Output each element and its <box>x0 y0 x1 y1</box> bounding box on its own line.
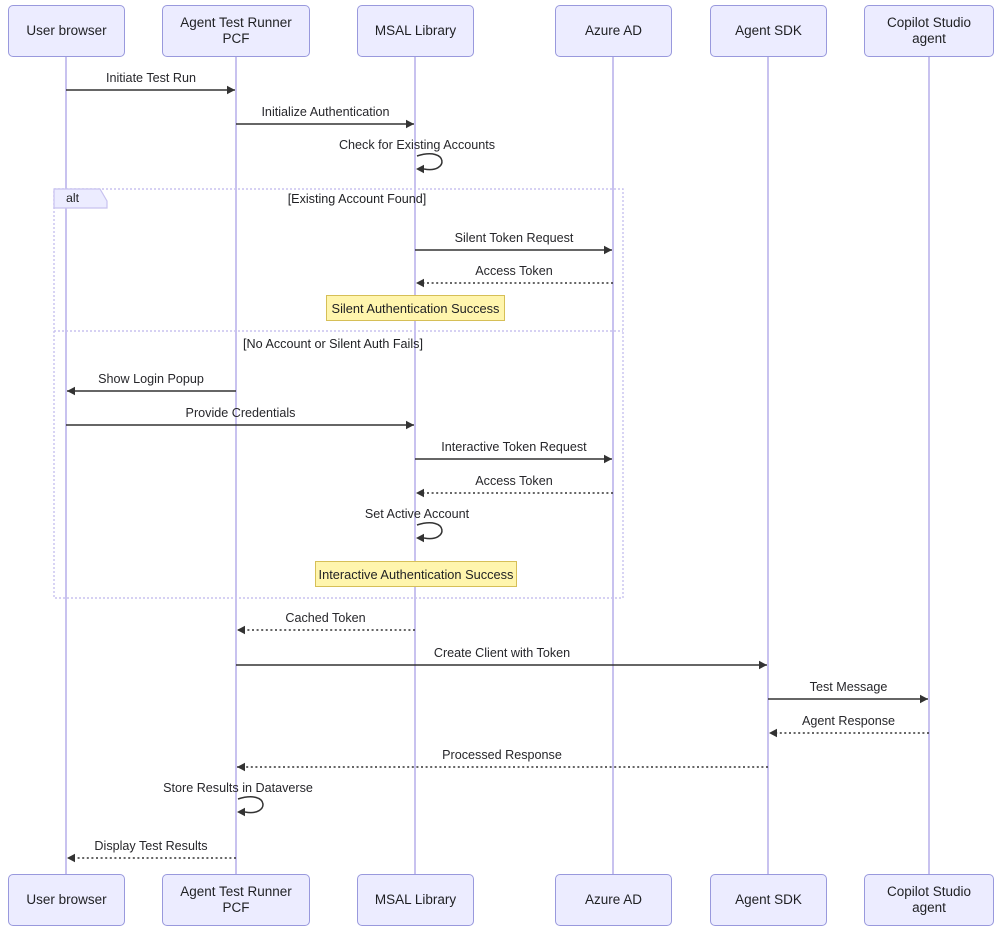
message-label-m8: Interactive Token Request <box>441 440 587 454</box>
arrowhead-m9 <box>416 488 424 498</box>
message-label-m5: Access Token <box>475 264 553 278</box>
arrowhead-m11 <box>237 625 245 635</box>
arrowhead-m6 <box>67 386 75 396</box>
participant-copilot-top[interactable]: Copilot Studio agent <box>864 5 994 57</box>
arrowhead-m10 <box>416 533 424 543</box>
alt-block-border <box>53 188 624 599</box>
message-label-m15: Processed Response <box>442 748 562 762</box>
participant-msal-top[interactable]: MSAL Library <box>357 5 474 57</box>
arrowhead-m8 <box>604 454 612 464</box>
self-message-loop <box>416 522 443 540</box>
participant-sdk-top[interactable]: Agent SDK <box>710 5 827 57</box>
message-label-m13: Test Message <box>809 680 888 694</box>
arrowhead-m12 <box>759 660 767 670</box>
message-label-m12: Create Client with Token <box>433 646 571 660</box>
message-label-m9: Access Token <box>475 474 553 488</box>
participant-sdk-bottom[interactable]: Agent SDK <box>710 874 827 926</box>
note-n2: Interactive Authentication Success <box>315 561 517 587</box>
message-label-m2: Initialize Authentication <box>261 105 390 119</box>
participant-label: Agent Test Runner PCF <box>180 15 292 46</box>
arrowhead-m1 <box>227 85 235 95</box>
arrowhead-m4 <box>604 245 612 255</box>
message-arrows-group <box>66 85 929 863</box>
participant-aad-top[interactable]: Azure AD <box>555 5 672 57</box>
participant-label: MSAL Library <box>374 23 457 39</box>
participant-user-bottom[interactable]: User browser <box>8 874 125 926</box>
participant-label: Copilot Studio agent <box>886 15 972 46</box>
arrowhead-m13 <box>920 694 928 704</box>
participant-label: Agent SDK <box>735 23 802 39</box>
participant-pcf-bottom[interactable]: Agent Test Runner PCF <box>162 874 310 926</box>
message-label-m10: Set Active Account <box>364 507 470 521</box>
arrowhead-m7 <box>406 420 414 430</box>
arrowhead-m17 <box>67 853 75 863</box>
alt-condition-1: [Existing Account Found] <box>287 192 427 206</box>
message-label-m3: Check for Existing Accounts <box>338 138 496 152</box>
participant-label: Agent SDK <box>735 892 802 908</box>
message-label-m7: Provide Credentials <box>185 406 296 420</box>
participant-label: Agent Test Runner PCF <box>180 884 292 915</box>
arrowhead-m14 <box>769 728 777 738</box>
participant-aad-bottom[interactable]: Azure AD <box>555 874 672 926</box>
participant-copilot-bottom[interactable]: Copilot Studio agent <box>864 874 994 926</box>
participant-label: User browser <box>26 892 107 908</box>
arrowhead-m15 <box>237 762 245 772</box>
self-message-loop <box>416 153 443 171</box>
lifelines-group <box>65 57 930 874</box>
participant-label: User browser <box>26 23 107 39</box>
note-label: Silent Authentication Success <box>331 300 500 316</box>
participant-label: MSAL Library <box>374 892 457 908</box>
arrowhead-m3 <box>416 164 424 174</box>
alt-block-shapes-group <box>53 188 624 599</box>
participant-msal-bottom[interactable]: MSAL Library <box>357 874 474 926</box>
participant-label: Azure AD <box>584 892 643 908</box>
note-n1: Silent Authentication Success <box>326 295 505 321</box>
arrowhead-m16 <box>237 807 245 817</box>
arrowhead-m5 <box>416 278 424 288</box>
participant-pcf-top[interactable]: Agent Test Runner PCF <box>162 5 310 57</box>
message-label-m1: Initiate Test Run <box>105 71 197 85</box>
message-label-m16: Store Results in Dataverse <box>163 781 313 795</box>
message-label-m17: Display Test Results <box>94 839 208 853</box>
message-label-m6: Show Login Popup <box>98 372 204 386</box>
alt-condition-2: [No Account or Silent Auth Fails] <box>243 337 423 351</box>
participant-user-top[interactable]: User browser <box>8 5 125 57</box>
participant-label: Azure AD <box>584 23 643 39</box>
alt-keyword-label: alt <box>66 191 80 205</box>
note-label: Interactive Authentication Success <box>318 566 514 582</box>
self-message-loop <box>237 796 264 814</box>
arrowhead-m2 <box>406 119 414 129</box>
participant-label: Copilot Studio agent <box>886 884 972 915</box>
message-label-m14: Agent Response <box>801 714 896 728</box>
message-label-m11: Cached Token <box>285 611 366 625</box>
alt-keyword-tab <box>53 188 108 209</box>
message-label-m4: Silent Token Request <box>454 231 574 245</box>
